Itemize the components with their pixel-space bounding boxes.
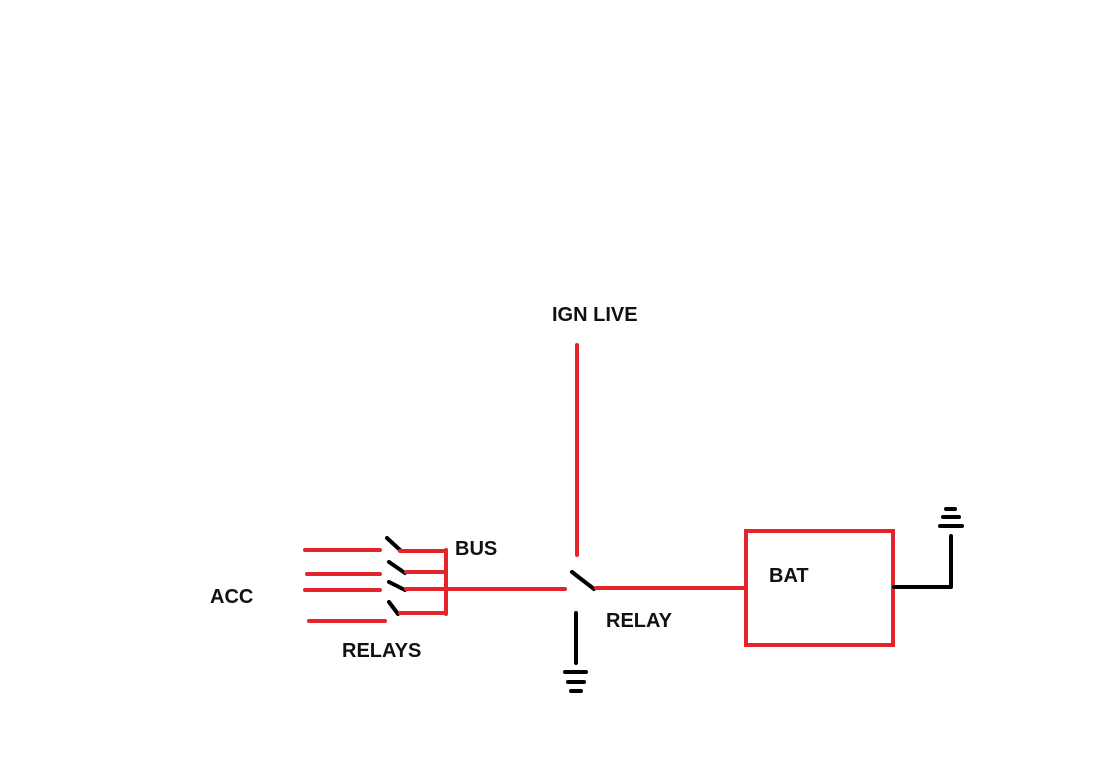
battery-box <box>744 529 895 647</box>
ign-live-label: IGN LIVE <box>552 304 638 326</box>
relay-switch-3 <box>387 580 407 592</box>
main-relay-switch <box>570 570 596 591</box>
relay-switch-4 <box>387 600 400 616</box>
battery-ground-wire <box>892 534 953 589</box>
relays-label: RELAYS <box>342 640 422 662</box>
relay-switch-2 <box>387 560 407 575</box>
relay-ground-icon <box>563 670 588 693</box>
battery-label: BAT <box>769 565 809 587</box>
battery-ground-icon <box>938 507 964 528</box>
acc-label: ACC <box>210 586 254 608</box>
bus-label: BUS <box>455 538 498 560</box>
relay-label: RELAY <box>606 610 672 632</box>
relay-switch-1 <box>385 536 402 552</box>
